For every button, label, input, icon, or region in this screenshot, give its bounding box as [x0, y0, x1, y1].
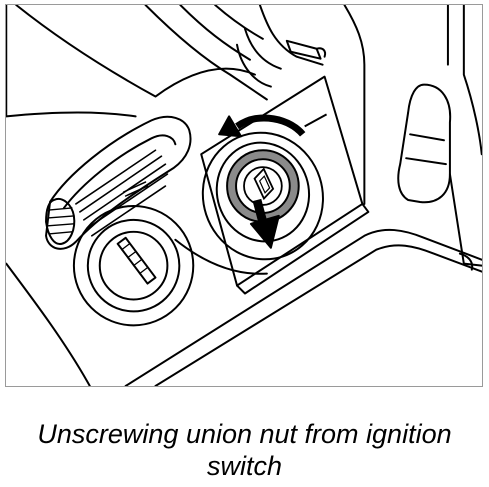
lower-panel-diagonal-2 — [154, 244, 482, 386]
column-ring — [236, 43, 272, 88]
column-shroud — [144, 5, 268, 101]
air-vent-wheel — [45, 198, 76, 245]
right-lever-inner — [405, 133, 447, 166]
dashboard-top-curve — [15, 5, 256, 98]
right-lever — [397, 83, 452, 204]
rotary-grip-ridges — [120, 243, 149, 275]
column-ring-2 — [244, 27, 282, 70]
air-vent-inner — [62, 134, 177, 209]
switch-plate-edge — [236, 202, 370, 295]
down-arrow-icon — [249, 198, 280, 249]
stalk — [285, 39, 322, 60]
figure-caption: Unscrewing union nut from ignition switc… — [37, 419, 452, 481]
right-structure-lower — [448, 173, 482, 267]
rotary-control-ring — [86, 218, 181, 313]
switch-bezel-inner — [215, 141, 311, 243]
vent-wheel-ridges — [47, 207, 75, 235]
right-structure — [446, 5, 482, 156]
key-slot — [253, 167, 275, 201]
vent-slider — [122, 181, 149, 197]
shroud-inner-2 — [214, 5, 264, 40]
air-vent-louvers — [75, 149, 169, 237]
ignition-switch-illustration — [6, 5, 482, 386]
rotary-control-knob — [98, 230, 169, 301]
switch-bezel-outer — [201, 131, 324, 261]
shroud-inner — [179, 5, 251, 61]
stalk-tip — [315, 47, 327, 58]
dashboard-upper-edge — [6, 5, 137, 118]
rotary-control-grip — [116, 236, 157, 285]
curved-arrow-icon — [218, 113, 328, 138]
lower-panel-top — [174, 238, 268, 275]
right-bracket — [343, 5, 366, 205]
lower-panel-left — [6, 262, 91, 386]
steering-column-top — [258, 5, 324, 66]
illustration-frame — [5, 4, 483, 387]
rotary-control-bezel — [72, 204, 195, 327]
lower-panel-diagonal — [124, 228, 482, 386]
air-vent-housing — [45, 115, 192, 250]
